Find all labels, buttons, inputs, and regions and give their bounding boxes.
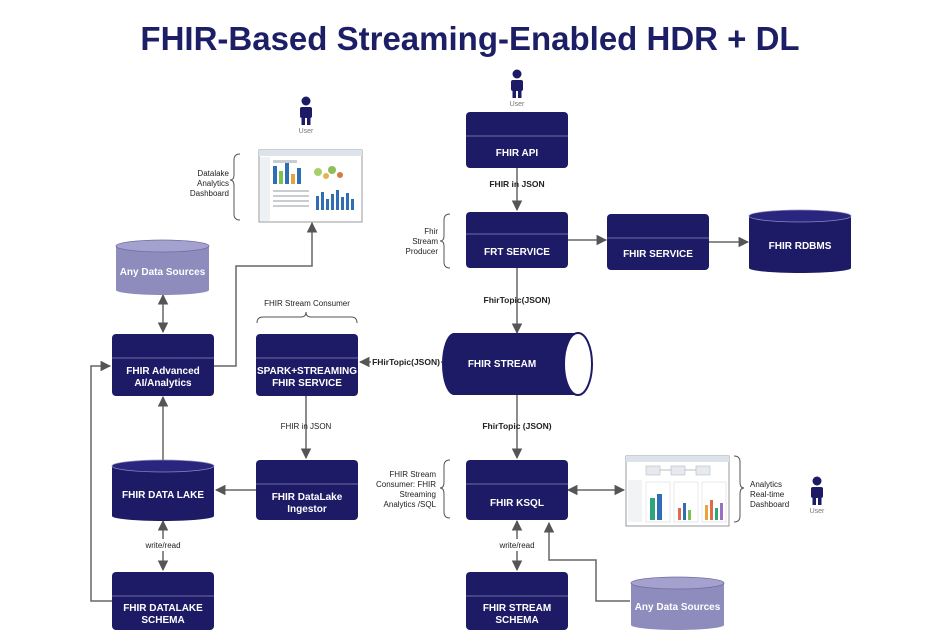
note-stream-producer-3: Producer [406,247,439,256]
node-spark-service-line2: FHIR SERVICE [272,378,342,389]
node-fhir-service-label: FHIR SERVICE [623,249,693,260]
node-datalake-schema: FHIR DATALAKE SCHEMA [112,572,214,630]
datalake-dashboard-thumbnail [258,149,363,223]
node-fhir-service: FHIR SERVICE [607,214,709,270]
node-any-sources-top: Any Data Sources [115,239,210,295]
node-stream-schema-line1: FHIR STREAM [483,603,551,614]
user-label-right: User [810,508,825,515]
node-fhir-ksql: FHIR KSQL [466,460,568,520]
node-fhir-stream-label: FHIR STREAM [468,359,536,370]
braces [229,153,745,523]
realtime-dashboard-thumbnail [625,455,730,527]
edge-sources-ksql [543,521,630,602]
node-stream-schema: FHIR STREAM SCHEMA [466,572,568,630]
node-advanced-analytics-line2: AI/Analytics [134,378,192,389]
node-spark-service: SPARK+STREAMING FHIR SERVICE [256,334,358,396]
edge-labels: FHIR in JSON FhirTopic(JSON) FHirTopic(J… [140,179,552,551]
user-label-top-right: User [510,101,525,108]
node-data-lake-label: FHIR DATA LAKE [122,490,204,501]
label-spark-ingestor: FHIR in JSON [281,422,332,431]
node-frt-service-label: FRT SERVICE [484,247,550,258]
page-title: FHIR-Based Streaming-Enabled HDR + DL [140,20,799,57]
note-ksql-consumer-2: Consumer: FHIR [376,480,436,489]
user-icon-right: User [810,476,825,515]
node-spark-service-line1: SPARK+STREAMING [257,366,357,377]
node-datalake-schema-line2: SCHEMA [141,615,184,626]
label-api-frt: FHIR in JSON [489,179,544,189]
note-ksql-consumer-3: Streaming [400,490,436,499]
node-datalake-ingestor: FHIR DataLake Ingestor [256,460,358,520]
edge-advanced-dashboard [214,221,318,367]
label-frt-stream: FhirTopic(JSON) [484,295,551,305]
node-frt-service: FRT SERVICE [466,212,568,268]
note-realtime-dashboard-2: Real-time [750,490,785,499]
node-datalake-schema-line1: FHIR DATALAKE [123,603,203,614]
note-stream-producer-2: Stream [412,237,438,246]
node-fhir-ksql-label: FHIR KSQL [490,498,544,509]
note-realtime-dashboard-3: Dashboard [750,500,789,509]
note-stream-producer-1: Fhir [424,227,438,236]
node-fhir-api-label: FHIR API [496,148,539,159]
label-ksql-schema: write/read [498,541,534,550]
note-datalake-dashboard-3: Dashboard [190,189,229,198]
node-any-sources-top-label: Any Data Sources [120,267,206,278]
note-ksql-consumer-4: Analytics /SQL [384,500,437,509]
node-advanced-analytics-line1: FHIR Advanced [126,366,200,377]
node-datalake-ingestor-line2: Ingestor [287,504,327,515]
note-stream-consumer: FHIR Stream Consumer [264,299,350,308]
node-fhir-rdbms-label: FHIR RDBMS [769,241,832,252]
user-icon-top-left: User [299,96,314,135]
node-fhir-rdbms: FHIR RDBMS [748,209,852,273]
note-datalake-dashboard-1: Datalake [197,169,229,178]
node-any-sources-bottom: Any Data Sources [630,576,725,630]
node-fhir-stream: FHIR STREAM [442,332,593,396]
note-realtime-dashboard-1: Analytics [750,480,782,489]
label-stream-ksql: FhirTopic (JSON) [482,421,551,431]
edge-schema-advanced [90,360,112,602]
node-advanced-analytics: FHIR Advanced AI/Analytics [112,334,214,396]
label-lake-schema: write/read [144,541,180,550]
user-icon-top-right: User [510,69,525,108]
note-datalake-dashboard-2: Analytics [197,179,229,188]
node-data-lake: FHIR DATA LAKE [111,459,215,521]
notes: Datalake Analytics Dashboard Fhir Stream… [190,169,789,509]
user-label-top-left: User [299,128,314,135]
node-fhir-api: FHIR API [466,112,568,168]
label-stream-spark: FHirTopic(JSON) [372,357,440,367]
node-datalake-ingestor-line1: FHIR DataLake [272,492,343,503]
node-any-sources-bottom-label: Any Data Sources [635,602,721,613]
note-ksql-consumer-1: FHIR Stream [389,470,436,479]
node-stream-schema-line2: SCHEMA [495,615,538,626]
